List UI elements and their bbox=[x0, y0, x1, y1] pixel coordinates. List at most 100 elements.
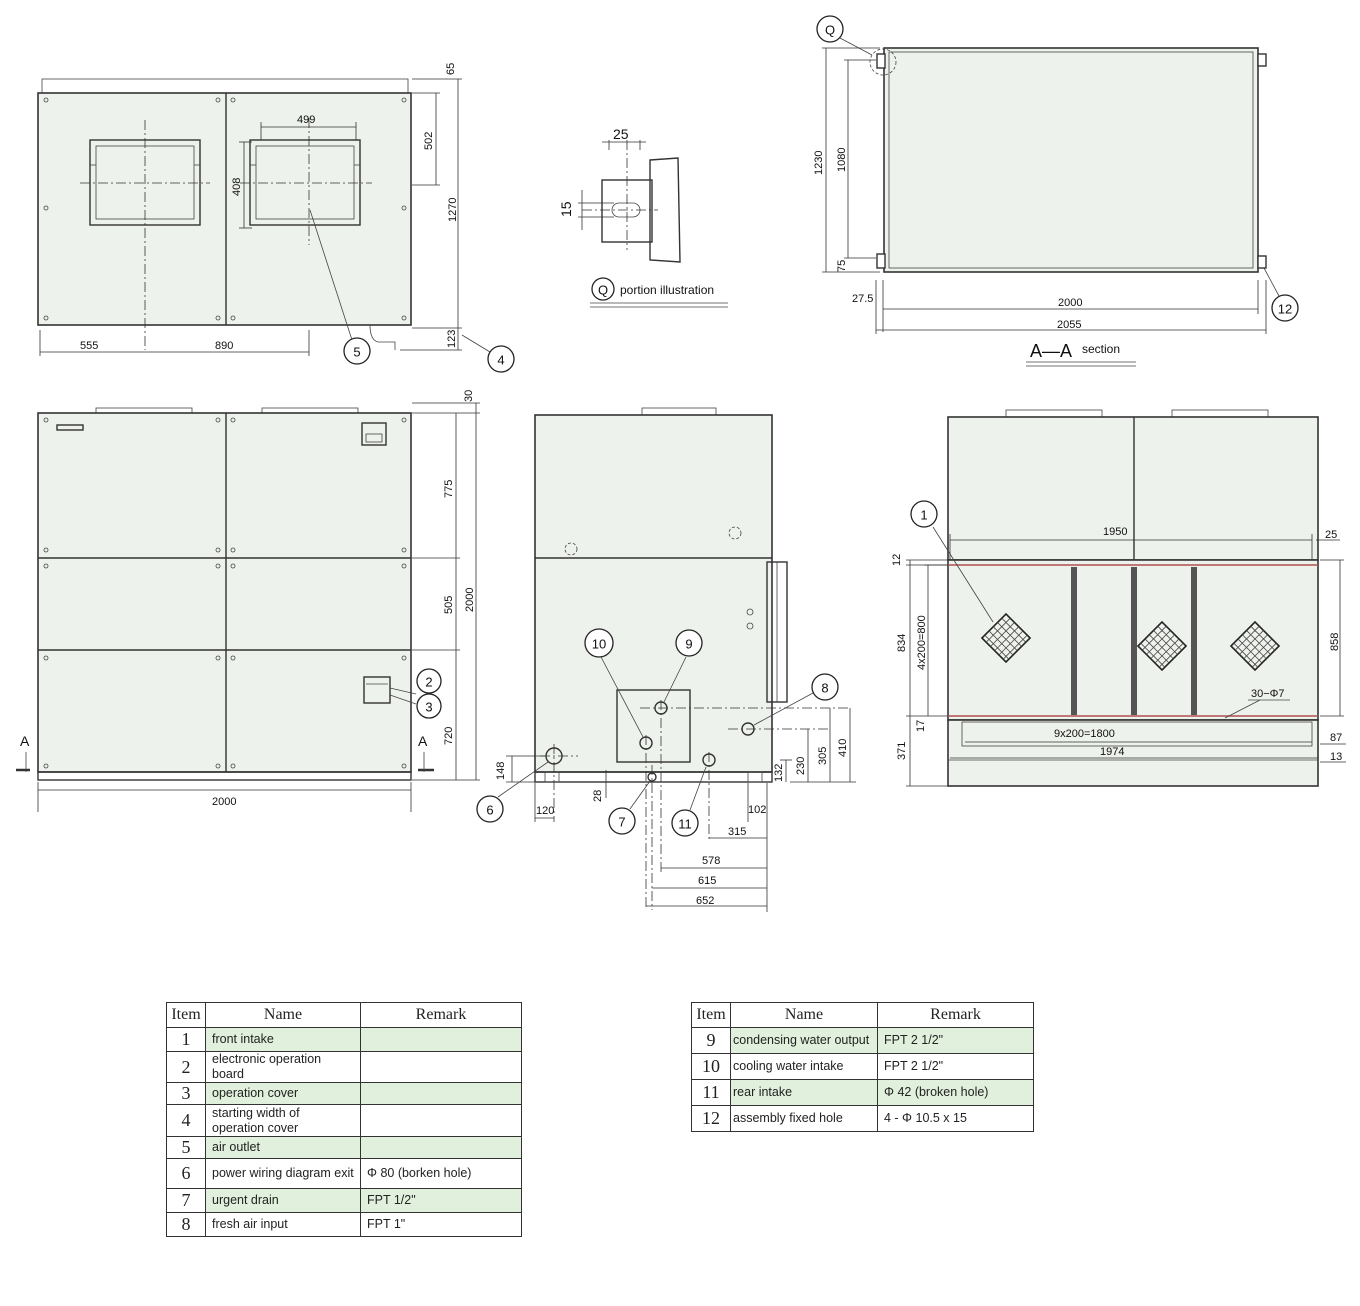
dim-1974: 1974 bbox=[1100, 746, 1124, 758]
col-remark: Remark bbox=[877, 1002, 1034, 1028]
electronic-operation-board[interactable] bbox=[361, 422, 387, 446]
dim-615: 615 bbox=[698, 875, 716, 887]
dim-25: 25 bbox=[613, 126, 629, 142]
operation-cover[interactable] bbox=[363, 676, 391, 704]
dim-30: 30 bbox=[463, 390, 475, 402]
dim-75: 75 bbox=[836, 260, 848, 272]
table-row: 12 assembly fixed hole 4 - Φ 10.5 x 15 bbox=[691, 1105, 1034, 1132]
svg-text:Q: Q bbox=[598, 283, 608, 298]
front-intake-grille-2 bbox=[1136, 620, 1188, 672]
col-name: Name bbox=[205, 1002, 361, 1028]
dim-315: 315 bbox=[728, 826, 746, 838]
dim-720: 720 bbox=[443, 727, 455, 745]
table-row: 2 electronic operation board bbox=[166, 1051, 522, 1083]
svg-text:8: 8 bbox=[821, 681, 828, 696]
dim-230: 230 bbox=[795, 757, 807, 775]
col-name: Name bbox=[730, 1002, 878, 1028]
table-header-row: Item Name Remark bbox=[691, 1002, 1034, 1028]
dim-123: 123 bbox=[446, 330, 458, 348]
dim-305: 305 bbox=[817, 747, 829, 765]
col-item: Item bbox=[166, 1002, 206, 1028]
svg-text:4: 4 bbox=[497, 353, 504, 368]
dim-890: 890 bbox=[215, 340, 233, 352]
table-row: 7 urgent drain FPT 1/2" bbox=[166, 1188, 522, 1213]
dim-1230: 1230 bbox=[813, 151, 825, 175]
item-name: condensing water output bbox=[730, 1027, 878, 1054]
section-aa-suffix: section bbox=[1082, 342, 1120, 356]
front-elevation-view: 2 3 A A 2000 30 775 505 720 2000 bbox=[16, 390, 480, 812]
dim-9x200: 9x200=1800 bbox=[1054, 728, 1115, 740]
dim-25-rear: 25 bbox=[1325, 529, 1337, 541]
item-name: electronic operation board bbox=[205, 1051, 361, 1083]
section-mark-a-left: A bbox=[20, 733, 30, 749]
item-name: air outlet bbox=[205, 1136, 361, 1159]
item-number: 4 bbox=[166, 1104, 206, 1137]
front-intake-grille-3 bbox=[1229, 620, 1281, 672]
svg-text:7: 7 bbox=[618, 815, 625, 830]
dim-30-phi7: 30−Φ7 bbox=[1251, 688, 1285, 700]
svg-text:3: 3 bbox=[425, 700, 432, 715]
dim-578: 578 bbox=[702, 855, 720, 867]
table-row: 5 air outlet bbox=[166, 1136, 522, 1159]
dim-502: 502 bbox=[423, 132, 435, 150]
callout-2: 2 bbox=[416, 668, 442, 694]
item-remark bbox=[360, 1136, 522, 1159]
dim-2000-width: 2000 bbox=[212, 796, 236, 808]
front-intake-grille-1 bbox=[980, 612, 1032, 664]
item-number: 1 bbox=[166, 1027, 206, 1052]
table-header-row: Item Name Remark bbox=[166, 1002, 522, 1028]
item-number: 6 bbox=[166, 1158, 206, 1189]
item-remark: Φ 80 (borken hole) bbox=[360, 1158, 522, 1189]
dim-132: 132 bbox=[773, 764, 785, 782]
item-remark bbox=[360, 1027, 522, 1052]
item-name: fresh air input bbox=[205, 1212, 361, 1237]
dim-87: 87 bbox=[1330, 732, 1342, 744]
brand-plate bbox=[56, 424, 84, 431]
callout-8: 8 bbox=[811, 673, 839, 701]
item-remark: FPT 1" bbox=[360, 1212, 522, 1237]
table-row: 8 fresh air input FPT 1" bbox=[166, 1212, 522, 1237]
svg-text:10: 10 bbox=[592, 637, 606, 652]
dim-13: 13 bbox=[1330, 751, 1342, 763]
section-aa-view: Q 1230 1080 75 2000 2055 27.5 12 A—A sec… bbox=[813, 15, 1299, 367]
item-number: 3 bbox=[166, 1082, 206, 1105]
item-number: 7 bbox=[166, 1188, 206, 1213]
svg-text:12: 12 bbox=[1278, 302, 1292, 317]
item-remark: FPT 1/2" bbox=[360, 1188, 522, 1213]
callout-q: Q bbox=[816, 15, 844, 43]
callout-q-detail: Q bbox=[591, 277, 615, 301]
dim-555: 555 bbox=[80, 340, 98, 352]
section-housing bbox=[883, 47, 1259, 273]
item-remark bbox=[360, 1051, 522, 1083]
svg-text:Q: Q bbox=[825, 23, 835, 38]
dim-2000-height: 2000 bbox=[464, 588, 476, 612]
dim-102: 102 bbox=[748, 804, 766, 816]
svg-text:9: 9 bbox=[685, 637, 692, 652]
dim-17: 17 bbox=[915, 720, 927, 732]
col-remark: Remark bbox=[360, 1002, 522, 1028]
detail-q: 25 15 Q portion illustration bbox=[558, 126, 728, 308]
item-remark: Φ 42 (broken hole) bbox=[877, 1079, 1034, 1106]
callout-7: 7 bbox=[608, 807, 636, 835]
dim-410: 410 bbox=[837, 739, 849, 757]
item-name: power wiring diagram exit bbox=[205, 1158, 361, 1189]
dim-408: 408 bbox=[231, 178, 243, 196]
rear-view: 1 1950 25 12 834 17 4x200=800 371 858 30… bbox=[891, 409, 1346, 787]
item-name: operation cover bbox=[205, 1082, 361, 1105]
table-row: 11 rear intake Φ 42 (broken hole) bbox=[691, 1079, 1034, 1106]
callout-10: 10 bbox=[584, 628, 614, 658]
item-name: rear intake bbox=[730, 1079, 878, 1106]
callout-1: 1 bbox=[910, 500, 938, 528]
dim-834: 834 bbox=[896, 634, 908, 652]
svg-text:11: 11 bbox=[678, 817, 692, 832]
item-number: 2 bbox=[166, 1051, 206, 1083]
callout-11: 11 bbox=[671, 809, 699, 837]
item-remark bbox=[360, 1104, 522, 1137]
item-name: starting width of operation cover bbox=[205, 1104, 361, 1137]
dim-15: 15 bbox=[558, 201, 574, 217]
item-remark: 4 - Φ 10.5 x 15 bbox=[877, 1105, 1034, 1132]
col-item: Item bbox=[691, 1002, 731, 1028]
item-remark: FPT 2 1/2" bbox=[877, 1027, 1034, 1054]
side-housing bbox=[534, 414, 773, 773]
